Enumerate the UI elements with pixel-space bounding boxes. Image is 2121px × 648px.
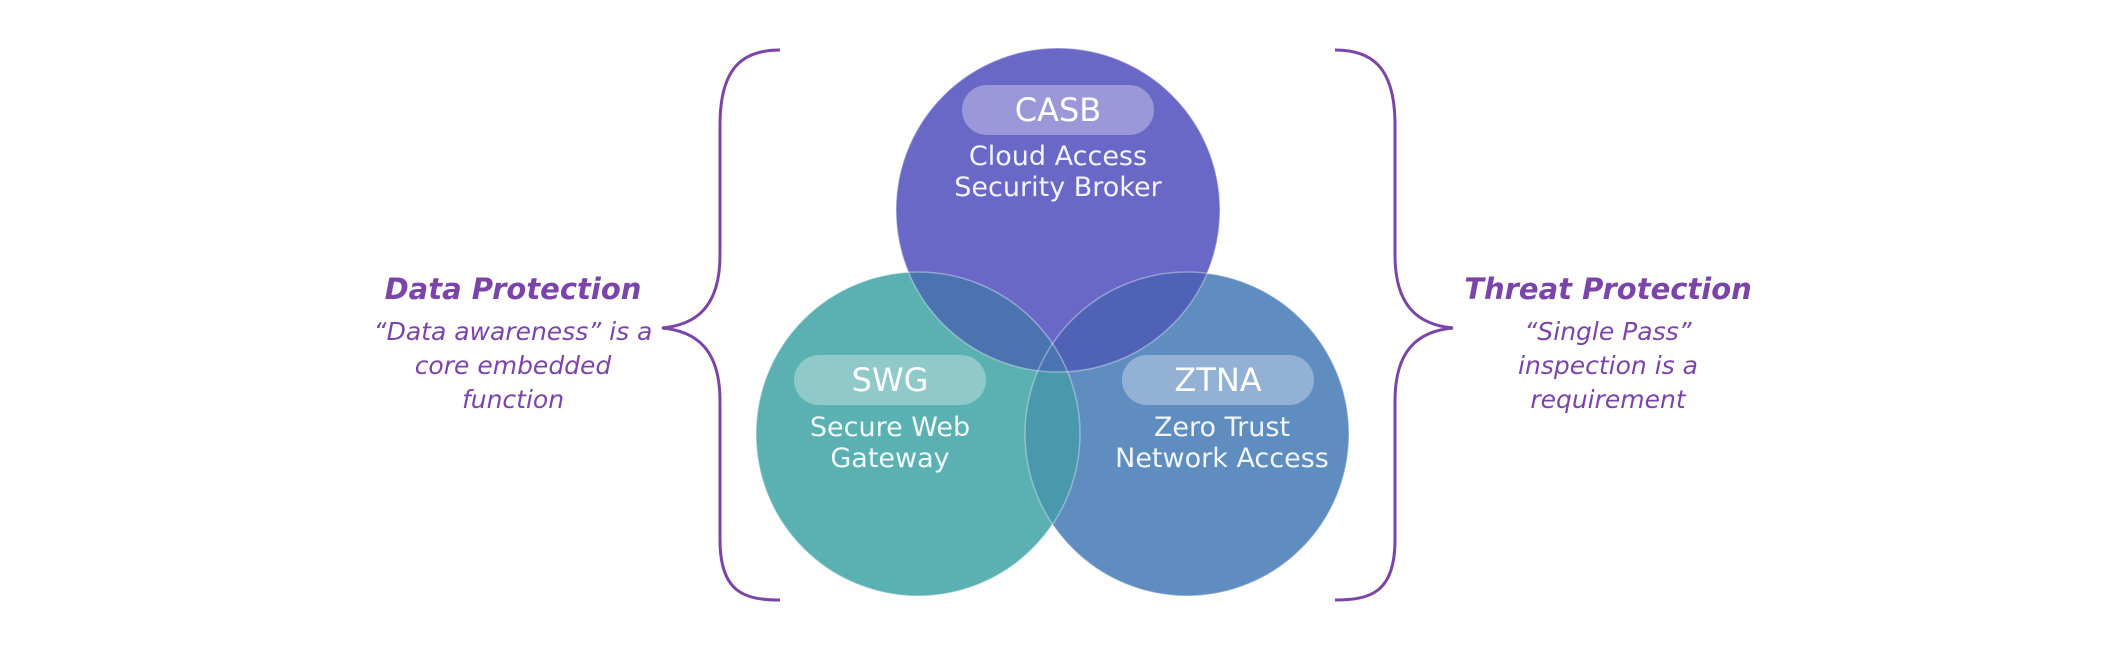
swg-pill — [794, 355, 986, 405]
swg-sub-line-1: Secure Web — [810, 412, 970, 443]
swg-outline — [755, 271, 1081, 597]
casb-label: CASB — [1015, 91, 1102, 129]
data-protection-title: Data Protection — [385, 272, 642, 306]
data-protection-line-3: function — [462, 385, 564, 414]
casb-sub-line-2: Security Broker — [954, 172, 1162, 203]
ztna-outline — [1024, 271, 1350, 597]
data-protection-line-1: “Data awareness” is a — [374, 317, 653, 346]
threat-protection-title: Threat Protection — [1464, 272, 1752, 306]
left-brace — [661, 48, 781, 602]
threat-protection-line-1: “Single Pass” — [1524, 317, 1692, 346]
casb-pill — [962, 85, 1154, 135]
ztna-pill — [1122, 355, 1314, 405]
right-brace — [1334, 48, 1454, 602]
ztna-sub-line-2: Network Access — [1115, 443, 1329, 474]
ztna-sub-line-1: Zero Trust — [1154, 412, 1290, 443]
casb-swg-overlap — [896, 272, 1080, 372]
data-protection-line-2: core embedded — [415, 351, 612, 380]
casb-outline — [895, 47, 1221, 373]
threat-protection-line-3: requirement — [1530, 385, 1687, 414]
ztna-label: ZTNA — [1174, 361, 1261, 399]
casb-sub-line-1: Cloud Access — [969, 141, 1147, 172]
threat-protection-line-2: inspection is a — [1518, 351, 1698, 380]
swg-sub-line-2: Gateway — [830, 443, 949, 474]
swg-label: SWG — [852, 361, 929, 399]
casb-ztna-overlap — [1025, 272, 1220, 372]
